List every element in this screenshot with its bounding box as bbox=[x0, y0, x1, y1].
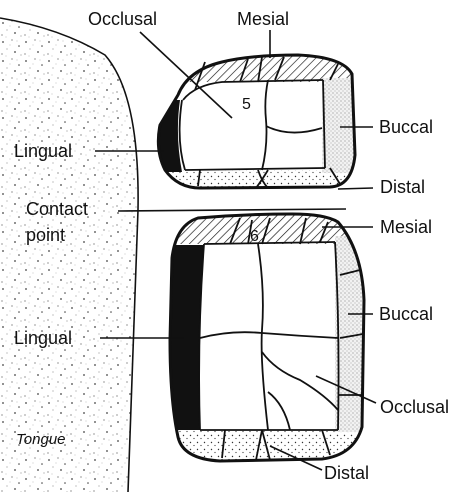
buccal-label-bottom: Buccal bbox=[379, 304, 433, 324]
distal-label-bottom: Distal bbox=[324, 463, 369, 483]
tooth-6-number: 6 bbox=[250, 228, 259, 245]
mesial-label-top: Mesial bbox=[237, 9, 289, 29]
mesial-label-bottom: Mesial bbox=[380, 217, 432, 237]
distal-label-top: Distal bbox=[380, 177, 425, 197]
contact-point-label-line2: point bbox=[26, 225, 65, 245]
tongue-region bbox=[0, 18, 138, 492]
tooth-5-mesial-surface bbox=[150, 50, 360, 82]
occlusal-label-bottom: Occlusal bbox=[380, 397, 449, 417]
lingual-label-bottom: Lingual bbox=[14, 328, 72, 348]
tooth-5-number: 5 bbox=[242, 96, 251, 113]
tongue-label: Tongue bbox=[16, 431, 66, 448]
buccal-label-top: Buccal bbox=[379, 117, 433, 137]
tooth-5-lingual-surface bbox=[150, 100, 182, 172]
lingual-label-top: Lingual bbox=[14, 141, 72, 161]
occlusal-label-top: Occlusal bbox=[88, 9, 157, 29]
tooth-6: 6 bbox=[165, 210, 370, 465]
contact-point-label-line1: Contact bbox=[26, 199, 88, 219]
